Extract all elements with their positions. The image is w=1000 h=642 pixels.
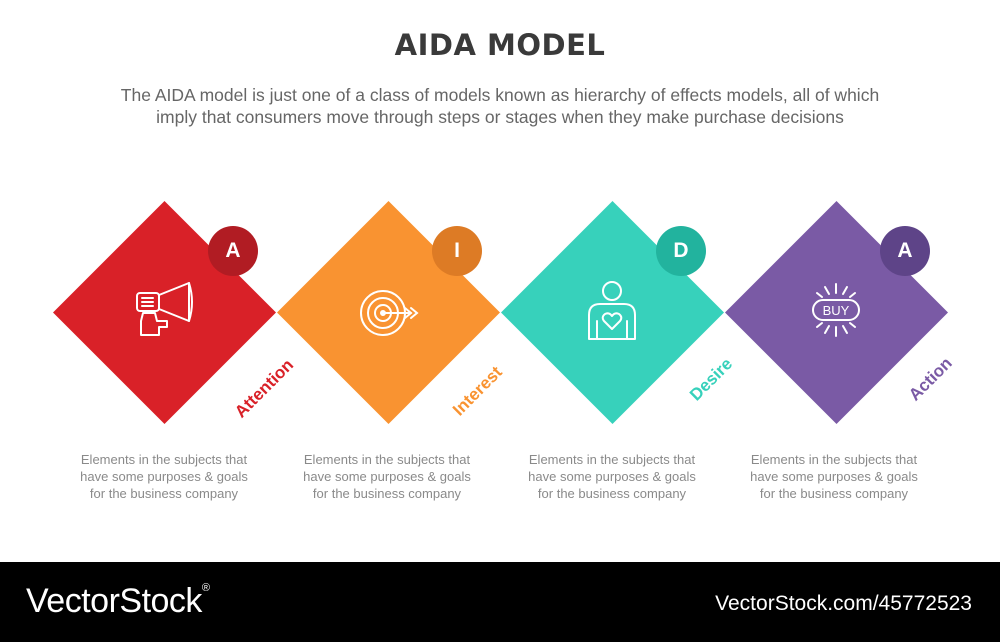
vectorstock-logo: VectorStock®	[26, 582, 210, 621]
person-heart-icon	[577, 275, 647, 345]
step-letter-badge: A	[208, 226, 258, 276]
desc-line: Elements in the subjects that	[80, 452, 248, 467]
step-description-action: Elements in the subjects that have some …	[734, 451, 934, 502]
target-icon	[353, 275, 423, 345]
step-desire: D Desire	[501, 201, 736, 424]
step-description-interest: Elements in the subjects that have some …	[287, 451, 487, 502]
image-url: VectorStock.com/45772523	[715, 592, 972, 615]
step-attention: A Attention	[53, 201, 297, 424]
step-letter-badge: A	[880, 226, 930, 276]
page-title: AIDA MODEL	[394, 28, 606, 62]
step-letter-badge: D	[656, 226, 706, 276]
desc-line: Elements in the subjects that	[750, 452, 918, 467]
step-description-desire: Elements in the subjects that have some …	[512, 451, 712, 502]
step-letter-badge: I	[432, 226, 482, 276]
desc-line: Elements in the subjects that	[528, 452, 696, 467]
desc-line: for the business company	[312, 486, 462, 501]
desc-line: have some purposes & goals	[303, 469, 471, 484]
desc-line: for the business company	[759, 486, 909, 501]
step-interest: I Interest	[277, 201, 506, 424]
buy-text: BUY	[823, 303, 850, 318]
subtitle-line-1: The AIDA model is just one of a class of…	[120, 85, 880, 105]
registered-mark: ®	[201, 582, 210, 594]
footer-bar: VectorStock® VectorStock.com/45772523	[0, 562, 1000, 642]
step-description-attention: Elements in the subjects that have some …	[64, 451, 264, 502]
buy-badge-icon: BUY	[801, 275, 871, 345]
megaphone-icon	[129, 275, 199, 345]
subtitle-line-2: imply that consumers move through steps …	[156, 106, 844, 127]
desc-line: for the business company	[537, 486, 687, 501]
desc-line: for the business company	[89, 486, 239, 501]
brand-text: VectorStock	[26, 582, 202, 620]
desc-line: have some purposes & goals	[528, 469, 696, 484]
desc-line: have some purposes & goals	[750, 469, 918, 484]
desc-line: Elements in the subjects that	[303, 452, 471, 467]
desc-line: have some purposes & goals	[80, 469, 248, 484]
step-action: A BUY Action	[725, 201, 956, 424]
page-subtitle: The AIDA model is just one of a class of…	[40, 85, 960, 128]
